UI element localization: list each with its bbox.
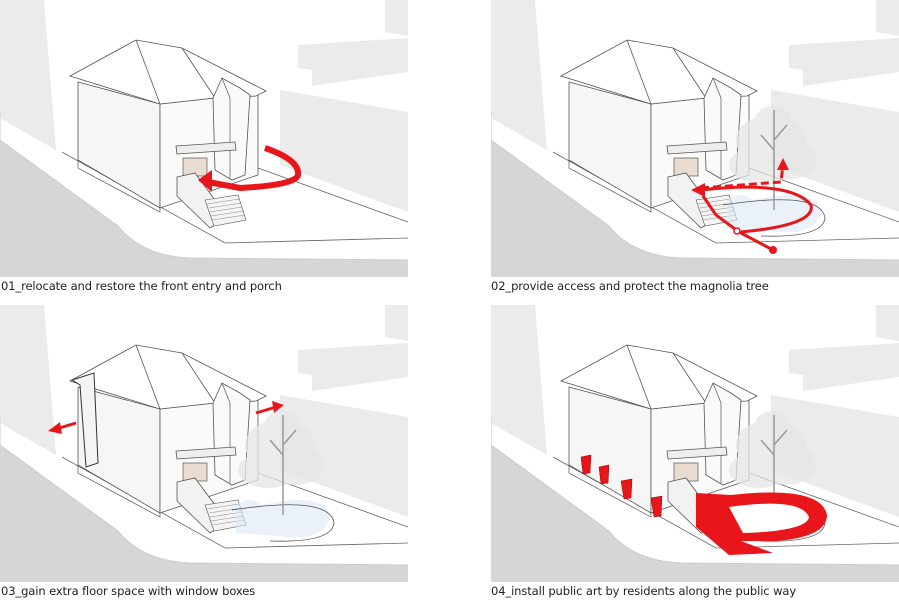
house-scene — [491, 305, 899, 582]
node-marker — [769, 246, 777, 254]
relocation-arrow — [207, 145, 302, 192]
access-path — [700, 164, 813, 252]
arrow-head-icon — [691, 183, 705, 197]
caption-04: 04_install public art by residents along… — [491, 584, 797, 598]
panel-03-diagram — [0, 305, 408, 582]
arrow-head-icon — [777, 158, 789, 170]
node-marker — [733, 227, 741, 235]
house-scene — [491, 0, 899, 277]
house-scene — [0, 305, 408, 582]
public-art-planters — [580, 454, 663, 518]
house-scene — [0, 0, 408, 277]
arrow-head-icon — [198, 170, 212, 192]
arrow-head-icon — [272, 401, 284, 413]
caption-02: 02_provide access and protect the magnol… — [491, 279, 769, 293]
panel-01-diagram — [0, 0, 408, 277]
expand-arrow — [255, 405, 277, 415]
caption-01: 01_relocate and restore the front entry … — [1, 279, 282, 293]
arrow-head-icon — [48, 422, 62, 434]
window-box-addition — [70, 372, 99, 468]
caption-03: 03_gain extra floor space with window bo… — [1, 584, 256, 598]
panel-04-diagram — [491, 305, 899, 582]
panel-02-diagram — [491, 0, 899, 277]
